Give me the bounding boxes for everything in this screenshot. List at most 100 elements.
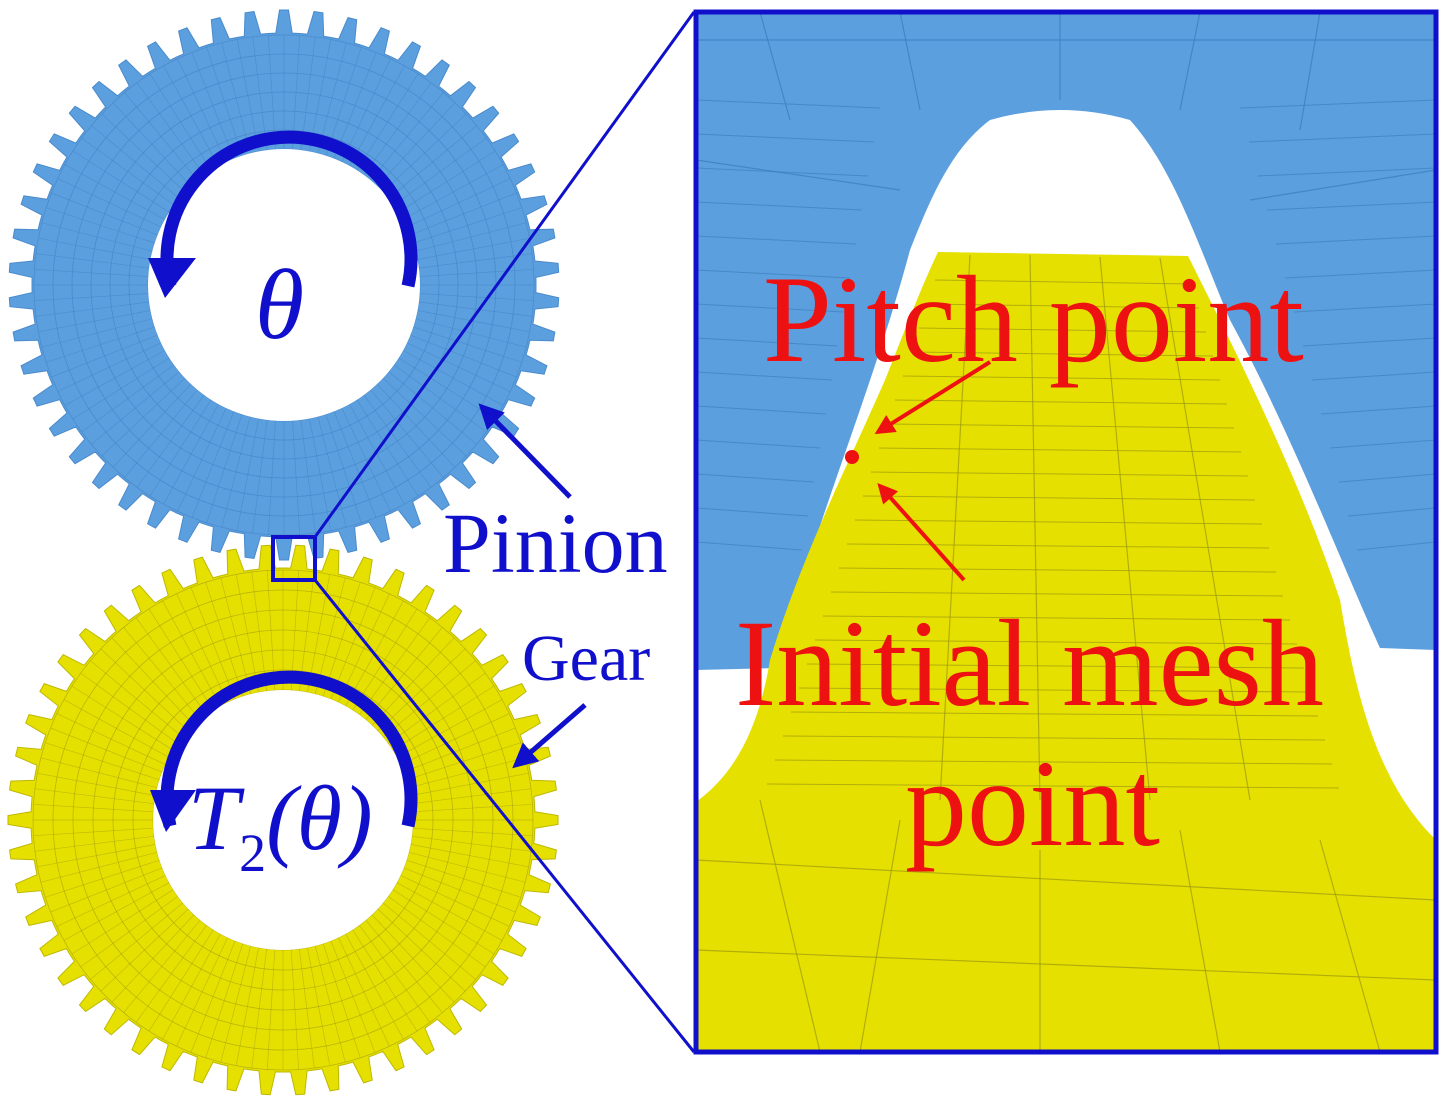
pinion-bore bbox=[148, 149, 420, 421]
zoom-panel-frame bbox=[693, 9, 1439, 1055]
mesh-spoke bbox=[71, 889, 174, 955]
mesh-spoke bbox=[267, 35, 276, 150]
mesh-spoke bbox=[392, 685, 495, 751]
mesh-spoke bbox=[50, 727, 163, 773]
mesh-spoke bbox=[190, 940, 236, 1053]
mesh-spoke bbox=[163, 65, 219, 166]
mesh-spoke bbox=[300, 36, 316, 151]
mesh-spoke bbox=[325, 414, 362, 523]
mesh-line bbox=[696, 473, 815, 483]
mesh-line bbox=[696, 235, 857, 245]
mesh-spoke bbox=[325, 47, 362, 156]
mesh-spoke bbox=[352, 929, 418, 1032]
mesh-spoke bbox=[403, 164, 504, 220]
initial-mesh-label: Initial mesh bbox=[735, 595, 1324, 732]
mesh-line bbox=[1275, 235, 1436, 245]
mesh-spoke bbox=[190, 587, 236, 700]
mesh-spoke bbox=[363, 82, 432, 176]
mesh-spoke bbox=[418, 301, 533, 317]
initial-mesh-point-label: point bbox=[905, 735, 1160, 872]
mesh-spoke bbox=[162, 933, 221, 1040]
mesh-spoke bbox=[91, 371, 180, 445]
mesh-spoke bbox=[252, 419, 268, 534]
mesh-spoke bbox=[333, 52, 377, 159]
mesh-spoke bbox=[38, 237, 151, 260]
mesh-line bbox=[806, 663, 1305, 669]
mesh-spoke bbox=[149, 399, 212, 497]
mesh-spoke bbox=[356, 399, 419, 497]
mesh-spoke bbox=[266, 570, 276, 691]
mesh-line bbox=[830, 591, 1284, 597]
mesh-spoke bbox=[341, 407, 391, 512]
mesh-spoke bbox=[46, 207, 155, 244]
mesh-line bbox=[814, 639, 1298, 645]
mesh-spoke bbox=[382, 902, 476, 980]
mesh-spoke bbox=[419, 293, 534, 302]
mesh-spoke bbox=[35, 253, 150, 269]
mesh-spoke bbox=[352, 608, 418, 711]
mesh-spoke bbox=[415, 222, 527, 252]
mesh-spoke bbox=[148, 929, 214, 1032]
mesh-line bbox=[696, 201, 863, 211]
mesh-line bbox=[1266, 201, 1436, 211]
mesh-spoke bbox=[90, 660, 184, 738]
mesh-line bbox=[1319, 839, 1381, 1052]
mesh-line bbox=[790, 711, 1319, 717]
mesh-spoke bbox=[345, 933, 404, 1040]
mesh-spoke bbox=[35, 301, 150, 317]
mesh-spoke bbox=[322, 943, 361, 1058]
mesh-spoke bbox=[37, 844, 156, 868]
mesh-spoke bbox=[290, 570, 300, 691]
mesh-spoke bbox=[123, 919, 201, 1013]
mesh-spoke bbox=[41, 222, 153, 252]
mesh-line bbox=[696, 133, 875, 143]
mesh-spoke bbox=[40, 851, 158, 883]
mesh-spoke bbox=[34, 835, 155, 852]
mesh-line bbox=[926, 303, 1200, 309]
mesh-spoke bbox=[267, 420, 276, 535]
mesh-line bbox=[918, 327, 1207, 333]
zoom-gear-tooth bbox=[696, 252, 1436, 1052]
mesh-spoke bbox=[417, 310, 530, 333]
mesh-spoke bbox=[387, 672, 486, 744]
mesh-spoke bbox=[162, 600, 221, 707]
mesh-line bbox=[1099, 256, 1151, 801]
mesh-spoke bbox=[177, 407, 227, 512]
mesh-spoke bbox=[376, 383, 456, 468]
mesh-spoke bbox=[51, 192, 158, 236]
mesh-line bbox=[696, 159, 901, 191]
mesh-line bbox=[782, 735, 1326, 741]
mesh-spoke bbox=[220, 577, 252, 695]
mesh-spoke bbox=[63, 699, 170, 758]
mesh-spoke bbox=[356, 73, 419, 171]
mesh-spoke bbox=[388, 371, 477, 445]
mesh-spoke bbox=[148, 608, 214, 711]
mesh-spoke bbox=[63, 882, 170, 941]
mesh-line bbox=[838, 567, 1277, 573]
mesh-spoke bbox=[64, 164, 165, 220]
mesh-spoke bbox=[400, 875, 510, 927]
mesh-spoke bbox=[56, 875, 166, 927]
mesh-spoke bbox=[221, 416, 251, 528]
mesh-line bbox=[1257, 167, 1436, 177]
mesh-spoke bbox=[309, 418, 332, 531]
driven-gear bbox=[7, 544, 559, 1096]
mesh-spoke bbox=[292, 420, 301, 535]
mesh-spoke bbox=[124, 92, 198, 181]
mesh-spoke bbox=[371, 914, 455, 1003]
mesh-spoke bbox=[410, 772, 529, 796]
zoom-pinion-region bbox=[696, 12, 1436, 670]
mesh-spoke bbox=[415, 318, 527, 348]
mesh-line bbox=[886, 423, 1235, 429]
mesh-spoke bbox=[400, 713, 510, 765]
mesh-spoke bbox=[298, 948, 315, 1069]
mesh-line bbox=[1239, 99, 1436, 109]
gear-rotation-formula: T2(θ) bbox=[188, 772, 373, 880]
mesh-spoke bbox=[314, 945, 346, 1063]
mesh-spoke bbox=[317, 416, 347, 528]
mesh-spoke bbox=[236, 418, 259, 531]
mesh-spoke bbox=[382, 660, 476, 738]
mesh-spoke bbox=[37, 772, 156, 796]
pinion-mesh-grid bbox=[33, 34, 535, 536]
